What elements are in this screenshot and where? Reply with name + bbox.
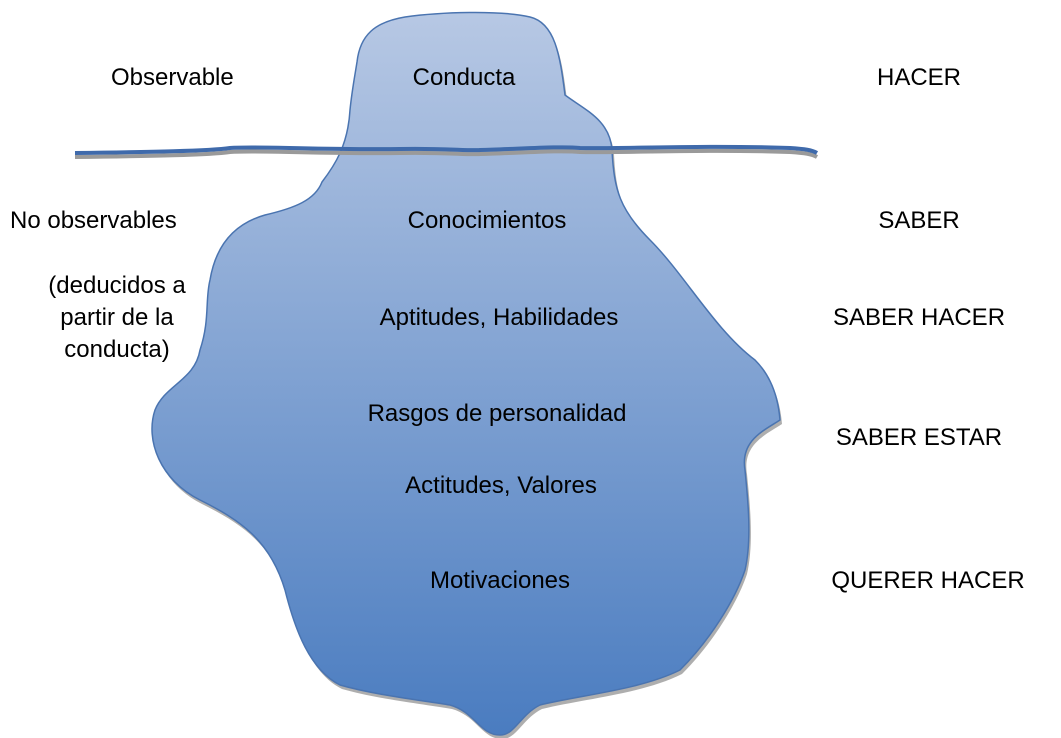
hacer-label: HACER <box>876 64 962 91</box>
layer-actitudes: Actitudes, Valores <box>405 472 597 499</box>
iceberg-shape <box>151 11 781 736</box>
level-saber-hacer: SABER HACER <box>832 304 1006 331</box>
level-saber: SABER <box>878 207 960 234</box>
observable-label: Observable <box>111 64 234 91</box>
water-line-shadow <box>74 148 819 159</box>
conducta-label: Conducta <box>412 64 516 91</box>
level-querer-hacer: QUERER HACER <box>831 567 1025 594</box>
deduced-note: (deducidos a partir de la conducta) <box>48 272 186 363</box>
no-observables-label: No observables <box>10 207 177 234</box>
layer-aptitudes: Aptitudes, Habilidades <box>379 304 619 331</box>
layer-rasgos: Rasgos de personalidad <box>367 400 627 427</box>
water-line <box>74 144 819 155</box>
layer-conocimientos: Conocimientos <box>407 207 567 234</box>
level-saber-estar: SABER ESTAR <box>835 424 1003 451</box>
layer-motivaciones: Motivaciones <box>429 567 571 594</box>
